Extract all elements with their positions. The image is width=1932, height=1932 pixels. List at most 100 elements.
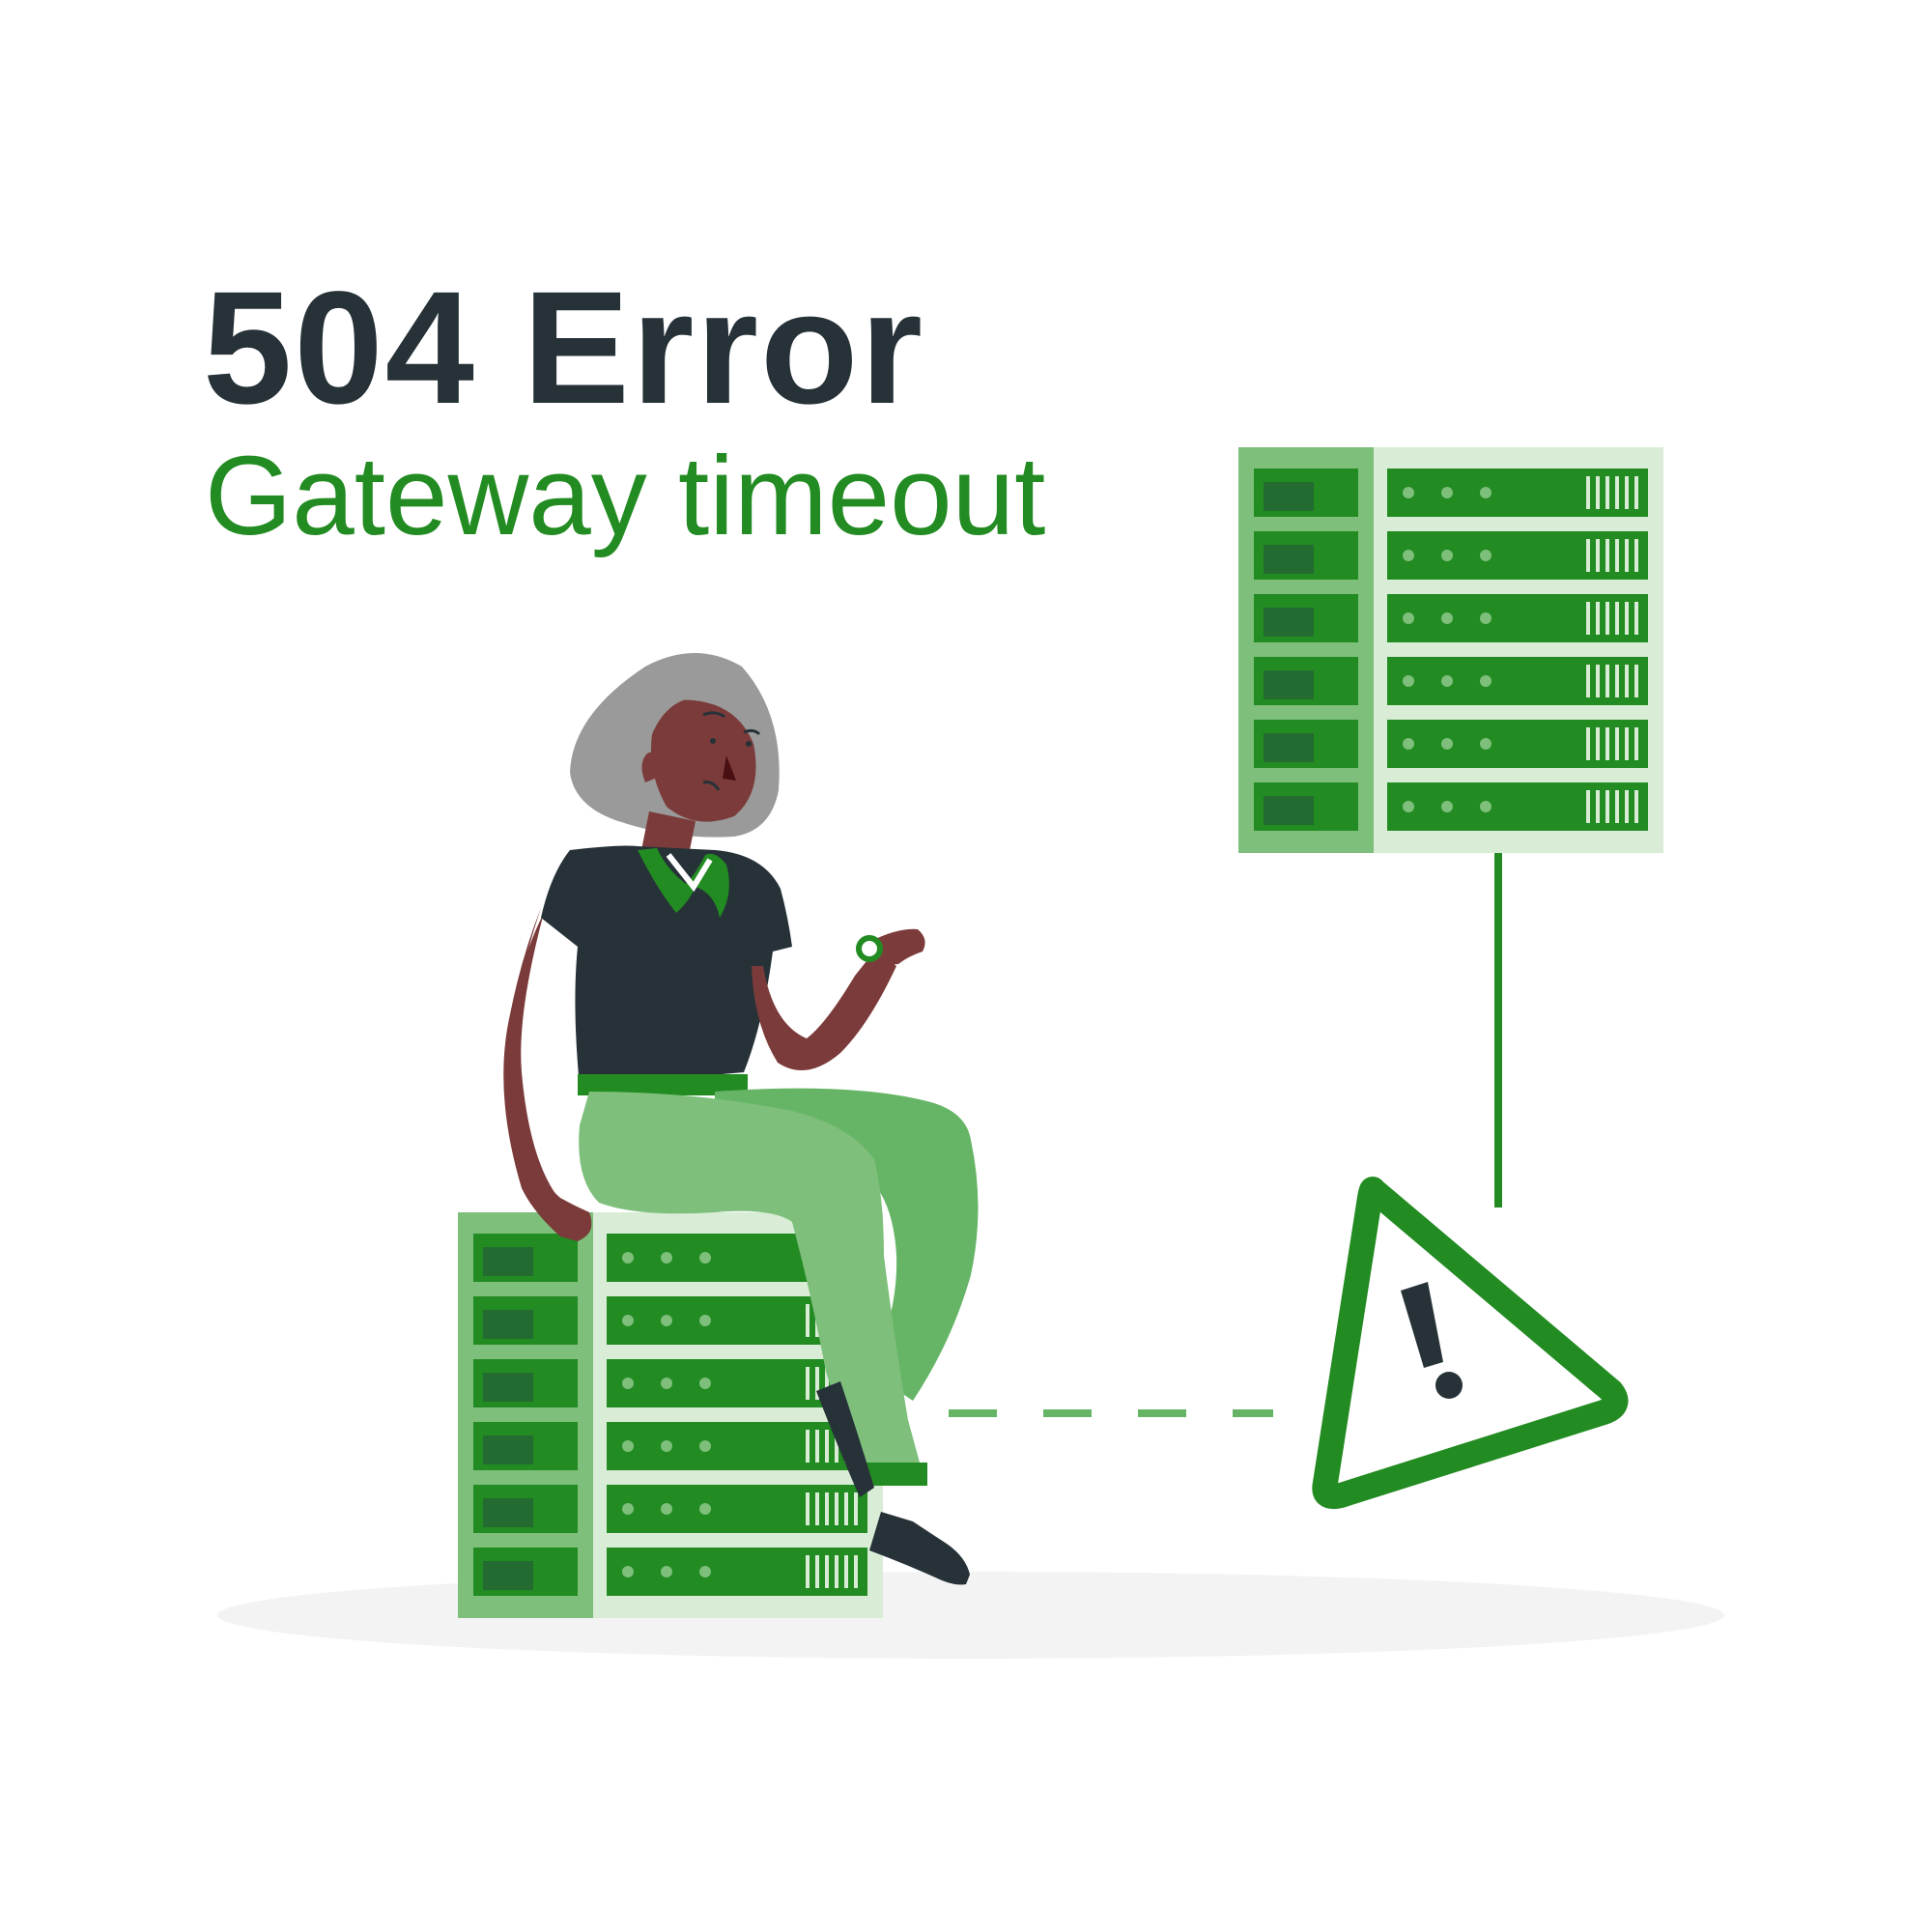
status-led [1403, 801, 1414, 812]
status-led [1441, 801, 1453, 812]
server-drive-slot [1264, 733, 1314, 762]
vent-slot [835, 1555, 838, 1588]
server-unit-body [1387, 594, 1648, 642]
server-unit [473, 1359, 867, 1407]
server-drive-slot [1264, 796, 1314, 825]
rack-units [1254, 469, 1648, 831]
vent-slot [1615, 476, 1619, 509]
server-unit [1254, 720, 1648, 768]
vent-slot [1625, 539, 1629, 572]
server-drive-slot [483, 1498, 533, 1527]
vent-slot [825, 1430, 829, 1463]
server-drive-slot [483, 1373, 533, 1402]
vent-slot [1586, 665, 1590, 697]
status-led [1441, 487, 1453, 498]
status-led [622, 1566, 634, 1577]
status-led [1480, 738, 1492, 750]
vent-slot [815, 1367, 819, 1400]
vent-slot [1596, 476, 1600, 509]
status-led [661, 1252, 672, 1264]
server-unit-body [1387, 531, 1648, 580]
server-drive-slot [483, 1247, 533, 1276]
vent-slot [1586, 476, 1590, 509]
server-drive-slot [1264, 670, 1314, 699]
vent-slot [1634, 476, 1638, 509]
vent-slot [1634, 539, 1638, 572]
belt [578, 1074, 748, 1095]
nose [723, 755, 736, 781]
status-led [1441, 550, 1453, 561]
server-unit-body [607, 1548, 867, 1596]
vent-slot [854, 1492, 858, 1525]
server-unit-body [1387, 720, 1648, 768]
vent-slot [1596, 665, 1600, 697]
vent-slot [825, 1492, 829, 1525]
status-led [1441, 675, 1453, 687]
status-led [661, 1315, 672, 1326]
vent-slot [1615, 665, 1619, 697]
vent-slot [806, 1367, 810, 1400]
status-led [1403, 738, 1414, 750]
front-leg [579, 1092, 923, 1478]
vent-slot [1596, 790, 1600, 823]
back-shoe [816, 1381, 874, 1497]
status-led [661, 1378, 672, 1389]
server-unit [473, 1296, 867, 1345]
status-led [699, 1378, 711, 1389]
vent-slot [1605, 665, 1609, 697]
vent-slot [1605, 727, 1609, 760]
vent-slot [806, 1304, 810, 1337]
vent-slot [1586, 539, 1590, 572]
vent-slot [1625, 665, 1629, 697]
status-led [1480, 487, 1492, 498]
vent-slot [1596, 727, 1600, 760]
vent-slot [1605, 539, 1609, 572]
status-led [699, 1566, 711, 1577]
vent-slot [1615, 790, 1619, 823]
mouth [702, 781, 721, 791]
status-led [699, 1503, 711, 1515]
ground-shadow [217, 1572, 1724, 1659]
status-led [1480, 801, 1492, 812]
vent-slot [1615, 602, 1619, 635]
vent-slot [1615, 727, 1619, 760]
wristwatch [856, 935, 883, 962]
server-unit [1254, 531, 1648, 580]
status-led [1480, 550, 1492, 561]
server-drive-slot [483, 1310, 533, 1339]
server-drive-slot [1264, 608, 1314, 637]
vent-slot [1605, 602, 1609, 635]
status-led [622, 1252, 634, 1264]
vent-slot [815, 1492, 819, 1525]
server-drive-slot [483, 1561, 533, 1590]
vent-slot [806, 1555, 810, 1588]
status-led [622, 1503, 634, 1515]
status-led [1403, 487, 1414, 498]
vent-slot [1586, 602, 1590, 635]
status-led [1403, 550, 1414, 561]
server-unit-body [1387, 657, 1648, 705]
status-led [699, 1440, 711, 1452]
vent-slot [815, 1430, 819, 1463]
status-led [1403, 675, 1414, 687]
server-unit-body [1387, 782, 1648, 831]
status-led [699, 1315, 711, 1326]
status-led [661, 1566, 672, 1577]
face [651, 699, 756, 822]
vent-slot [1625, 602, 1629, 635]
vent-slot [806, 1430, 810, 1463]
server-rack-icon [1238, 447, 1663, 853]
status-led [1441, 612, 1453, 624]
back-leg [715, 1088, 979, 1401]
eyebrow [702, 711, 725, 719]
server-unit [473, 1548, 867, 1596]
status-led [622, 1378, 634, 1389]
server-unit [473, 1485, 867, 1533]
shirt [541, 845, 792, 1087]
vent-slot [1634, 602, 1638, 635]
vent-slot [1625, 790, 1629, 823]
status-led [1441, 738, 1453, 750]
warning-triangle-icon [1312, 1177, 1629, 1510]
vent-slot [806, 1492, 810, 1525]
vent-slot [1605, 476, 1609, 509]
